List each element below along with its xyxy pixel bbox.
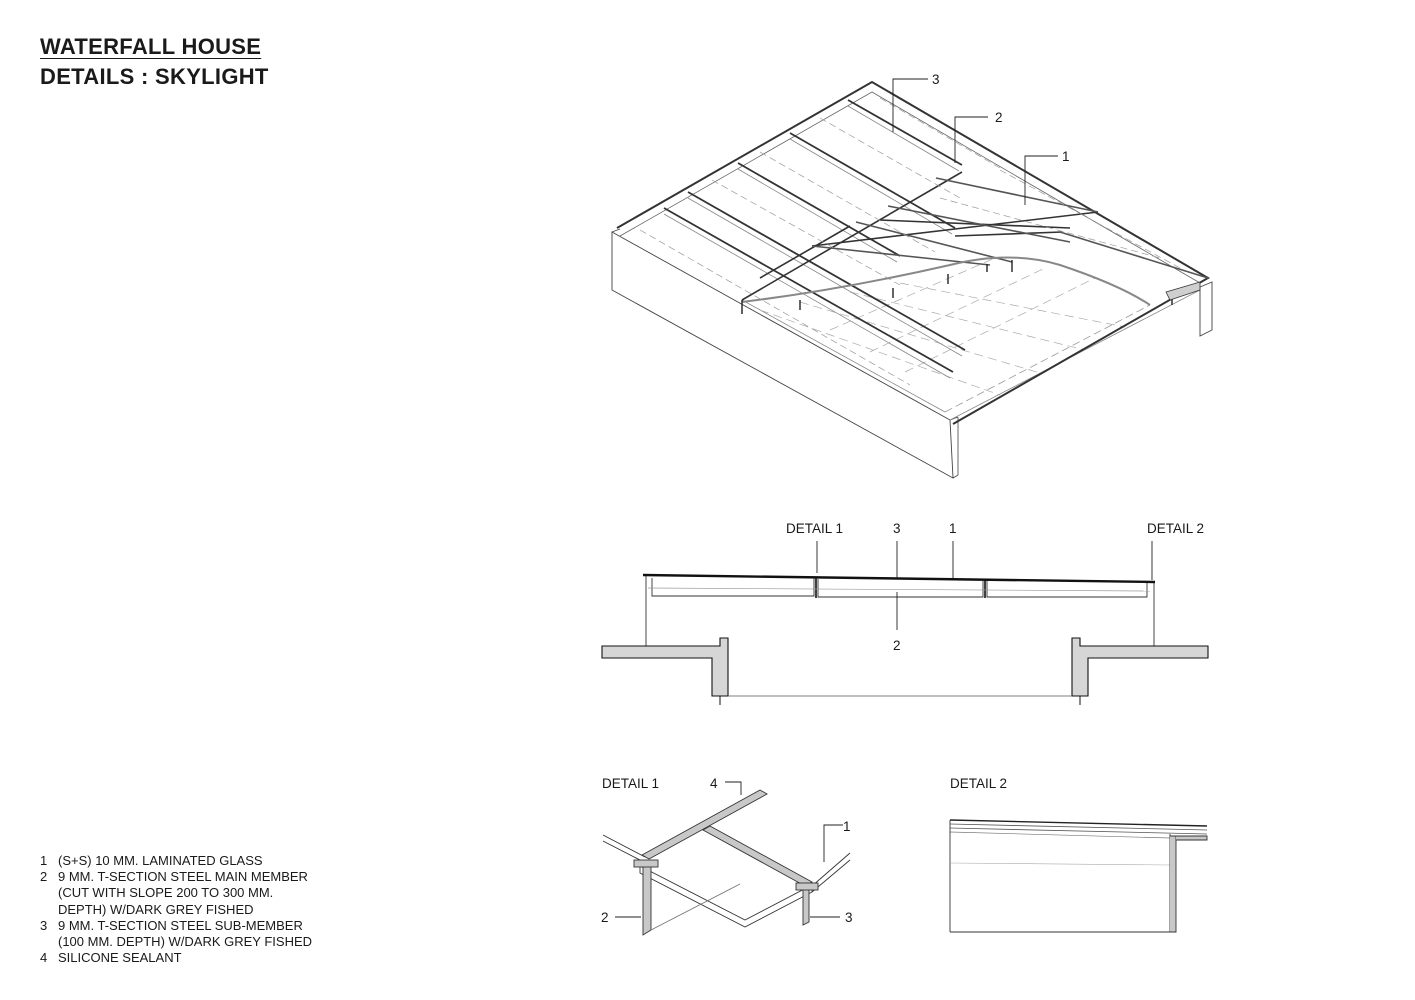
legend-number: 1 <box>40 853 48 868</box>
title-block: WATERFALL HOUSE DETAILS : SKYLIGHT <box>40 34 269 90</box>
legend-item: 3 9 MM. T-SECTION STEEL SUB-MEMBER <box>40 918 312 934</box>
legend-text: (100 MM. DEPTH) W/DARK GREY FISHED <box>58 934 313 950</box>
section-detail-1-label: DETAIL 1 <box>786 521 843 536</box>
legend-number: 4 <box>40 950 48 966</box>
legend-item-continued: (CUT WITH SLOPE 200 TO 300 MM. <box>40 885 312 901</box>
detail-1-label: DETAIL 1 <box>602 776 659 791</box>
section-detail-2-label: DETAIL 2 <box>1147 521 1204 536</box>
legend-number: 3 <box>40 917 48 933</box>
legend-text: (CUT WITH SLOPE 200 TO 300 MM. <box>58 885 274 901</box>
callout-3-iso: 3 <box>932 72 940 87</box>
detail-2-view <box>949 819 1208 933</box>
callout-1-detail1: 1 <box>843 819 851 834</box>
callout-4-detail1: 4 <box>710 776 718 791</box>
detail-1-view <box>602 781 851 936</box>
legend-item: 2 9 MM. T-SECTION STEEL MAIN MEMBER <box>40 869 312 885</box>
legend-item-continued: DEPTH) W/DARK GREY FISHED <box>40 902 312 918</box>
callout-1-iso: 1 <box>1062 149 1070 164</box>
legend-item-continued: (100 MM. DEPTH) W/DARK GREY FISHED <box>40 934 312 950</box>
section-view <box>601 541 1209 705</box>
callout-2-section: 2 <box>893 638 901 653</box>
legend-text: SILICONE SEALANT <box>58 950 182 966</box>
callout-2-iso: 2 <box>995 110 1003 125</box>
title-project: WATERFALL HOUSE <box>40 34 262 59</box>
legend-item: 1 (S+S) 10 MM. LAMINATED GLASS <box>40 853 312 869</box>
detail-2-label: DETAIL 2 <box>950 776 1007 791</box>
legend: 1 (S+S) 10 MM. LAMINATED GLASS 2 9 MM. T… <box>40 853 312 966</box>
legend-number: 2 <box>40 869 48 885</box>
callout-3-section: 3 <box>893 521 901 536</box>
callout-1-section: 1 <box>949 521 957 536</box>
legend-text: (S+S) 10 MM. LAMINATED GLASS <box>58 853 263 868</box>
title-sheet: DETAILS : SKYLIGHT <box>40 64 269 89</box>
legend-text: 9 MM. T-SECTION STEEL MAIN MEMBER <box>58 869 308 885</box>
callout-3-detail1: 3 <box>845 910 853 925</box>
legend-text: 9 MM. T-SECTION STEEL SUB-MEMBER <box>58 917 303 933</box>
callout-2-detail1: 2 <box>601 910 609 925</box>
legend-text: DEPTH) W/DARK GREY FISHED <box>58 901 254 917</box>
legend-item: 4 SILICONE SEALANT <box>40 950 312 966</box>
isometric-view <box>611 78 1213 479</box>
